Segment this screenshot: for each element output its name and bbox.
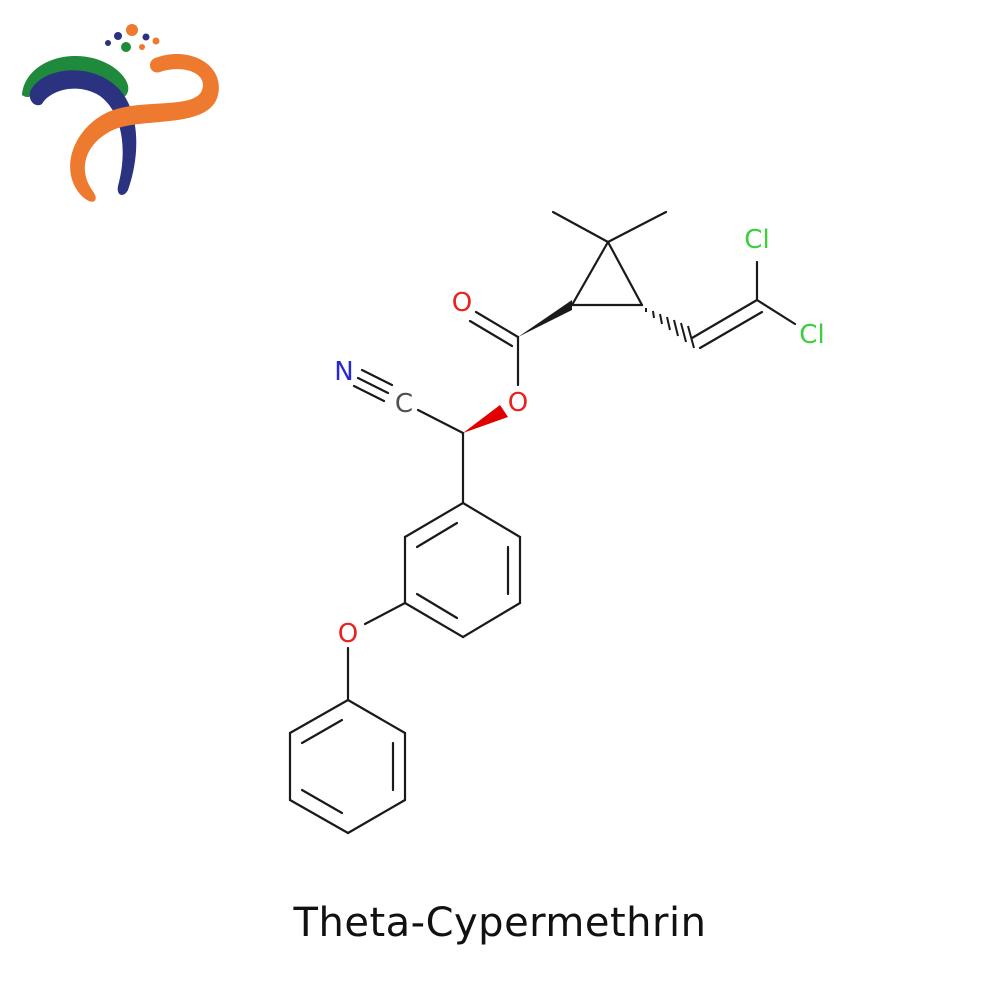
logo-dot: [126, 24, 138, 36]
wedge-bond-ester-oxygen: [463, 405, 508, 433]
logo-navy-loop: [29, 70, 137, 195]
brand-logo: [22, 24, 219, 202]
benzene-ring-lower: [288, 698, 407, 835]
bond-vinyl-1: [690, 298, 759, 340]
bond-vinyl-2: [698, 310, 764, 350]
logo-dots: [105, 24, 160, 52]
bond-triple-1: [356, 376, 390, 395]
bond-carbonyl-1: [474, 310, 520, 339]
bond-triple-3: [360, 368, 394, 387]
logo-dot: [105, 40, 111, 46]
bond-ring-c1-c2: [570, 240, 610, 307]
logo-dot: [139, 44, 145, 50]
bond-methyl-left: [551, 210, 610, 244]
atom-oxygen-ether: O: [338, 619, 358, 649]
bond-carbonyl-2: [468, 319, 514, 348]
logo-dot: [152, 37, 160, 45]
benzene-ring-upper: [403, 501, 522, 639]
logo-dot: [121, 42, 131, 52]
wedge-bond-carbonyl: [518, 300, 572, 337]
hashed-bond-vinyl: [645, 308, 695, 349]
bond-chiral-nitrile: [416, 408, 465, 435]
atom-chlorine-right: Cl: [799, 320, 824, 350]
atom-carbon-nitrile: C: [395, 389, 413, 419]
bond-ccl-right: [755, 298, 797, 326]
bond-triple-2: [352, 384, 386, 403]
atom-nitrogen: N: [334, 357, 353, 387]
logo-dot: [142, 33, 150, 41]
bond-methyl-right: [606, 210, 668, 244]
atom-chlorine-top: Cl: [744, 225, 769, 255]
bond-ring-ether: [363, 601, 407, 626]
logo-dot: [114, 32, 122, 40]
atom-oxygen-ester: O: [508, 388, 528, 418]
logo-orange-loop: [70, 53, 219, 202]
atom-oxygen-carbonyl: O: [452, 288, 472, 318]
compound-name: Theta-Cypermethrin: [293, 900, 707, 946]
bond-ring-c1-c3: [606, 240, 644, 307]
